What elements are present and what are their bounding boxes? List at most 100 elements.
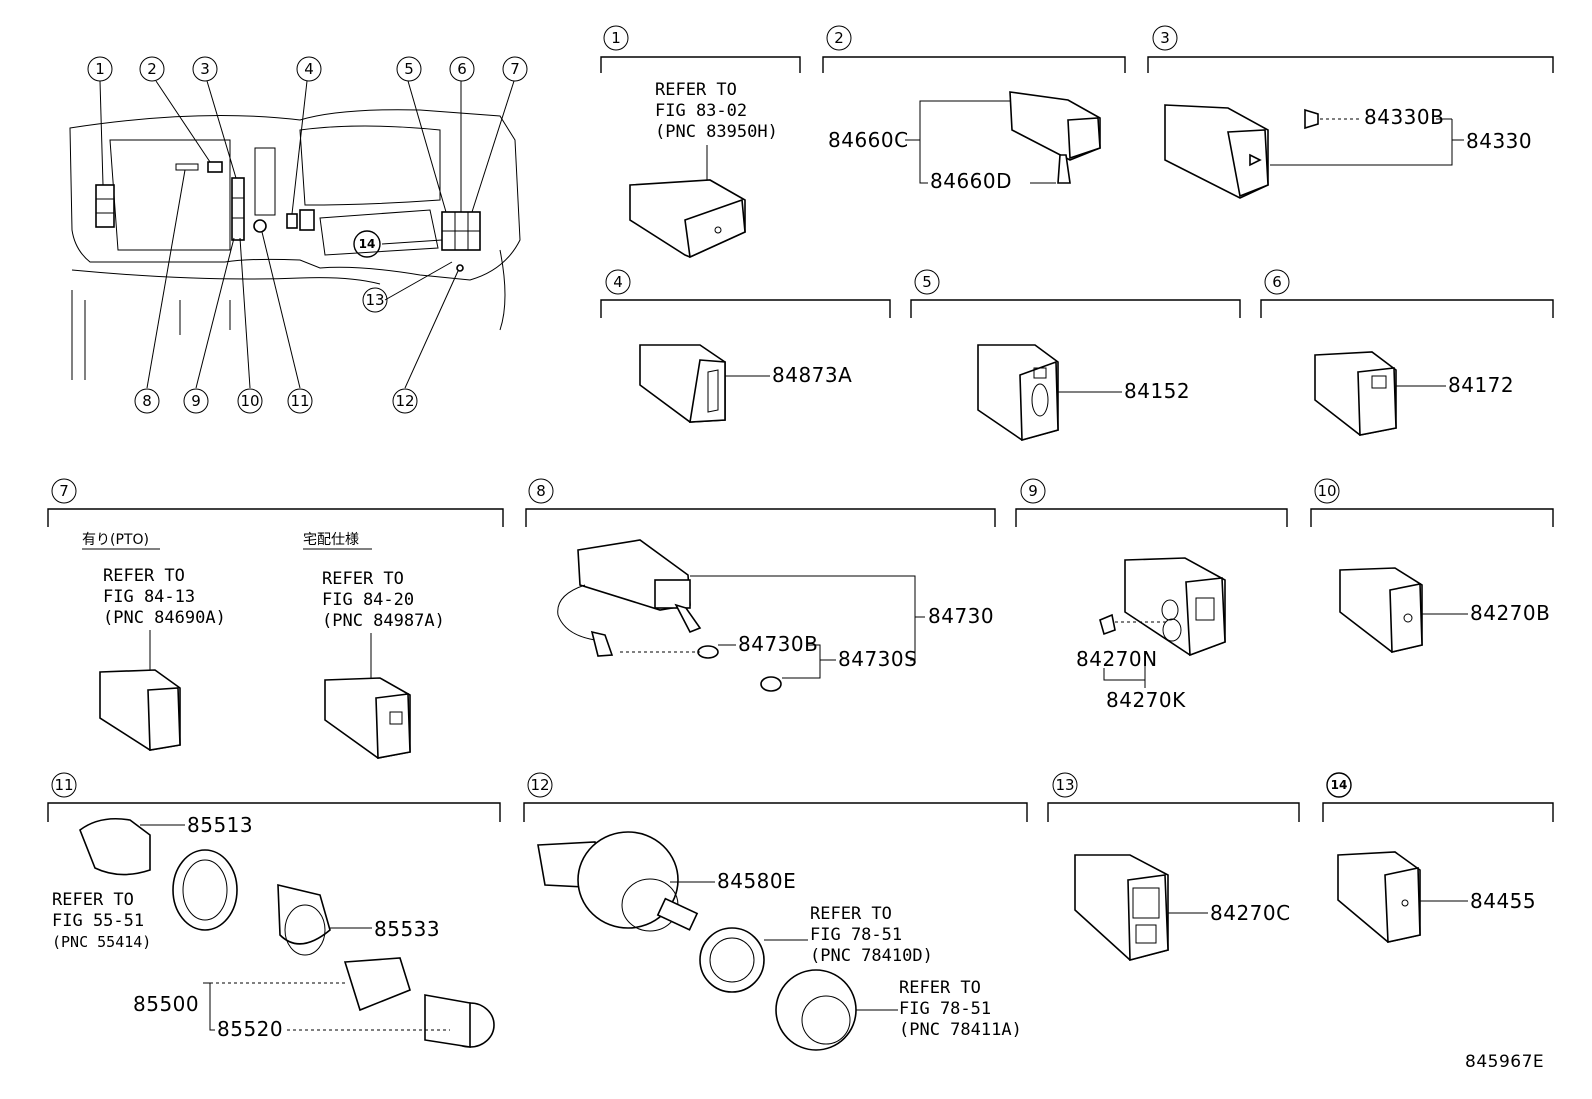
section-3: 3 84330B 84330 (1147, 25, 1554, 199)
diagram-label: REFER TO (52, 890, 134, 910)
section-4: 4 84873A (600, 269, 891, 423)
section-13: 13 84270C (1047, 772, 1300, 962)
diagram-label: 84580E (717, 869, 796, 893)
diagram-label: 85533 (374, 917, 440, 941)
diagram-label: 84270B (1470, 601, 1550, 625)
cigarette-lighter-parts (79, 817, 495, 1048)
diagram-label: REFER TO (322, 569, 404, 589)
callout-12: 12 (392, 388, 418, 414)
diagram-label: 84660D (930, 169, 1012, 193)
diagram-label: 14 (359, 237, 376, 251)
diagram-label: 84330B (1364, 105, 1444, 129)
diagram-label: 7 (59, 482, 69, 500)
diagram-label: 2 (834, 29, 844, 47)
switch-part-9 (1099, 557, 1226, 657)
diagram-label: 84270K (1106, 688, 1186, 712)
diagram-label: 12 (530, 776, 549, 794)
switch-part-13 (1074, 854, 1169, 962)
diagram-label: 84270C (1210, 901, 1291, 925)
diagram-label: 11 (54, 776, 73, 794)
switch-part-5 (977, 344, 1059, 442)
diagram-label: (PNC 84987A) (322, 611, 445, 631)
diagram-label: 7 (510, 60, 520, 78)
diagram-label: 84660C (828, 128, 909, 152)
diagram-label: FIG 55-51 (52, 911, 144, 931)
callout-8: 8 (134, 388, 160, 414)
section-6: 6 84172 (1260, 269, 1554, 436)
switch-part-7b (324, 677, 411, 759)
callout-3: 3 (192, 56, 218, 82)
diagram-label: (PNC 78411A) (899, 1020, 1022, 1040)
diagram-label: 14 (1331, 778, 1348, 792)
diagram-label: (PNC 84690A) (103, 608, 226, 628)
callout-10: 10 (237, 388, 263, 414)
callout-14: 14 (353, 230, 381, 258)
switch-part-3 (1164, 104, 1319, 199)
diagram-label: 3 (1160, 29, 1170, 47)
diagram-label: REFER TO (103, 566, 185, 586)
switch-part-7a (99, 669, 181, 751)
diagram-label: 9 (191, 392, 201, 410)
section-12: 12 84580E REFER TO FIG 78-51 (PNC 78410D… (523, 772, 1028, 1051)
diagram-label: 宅配仕様 (303, 532, 359, 548)
diagram-label: FIG 83-02 (655, 101, 747, 121)
diagram-label: REFER TO (899, 978, 981, 998)
diagram-label: 8 (536, 482, 546, 500)
section-11: 11 85513 85533 REFER TO FIG 55-51 (PNC 5… (47, 772, 501, 1048)
switch-part-6 (1314, 351, 1397, 436)
diagram-label: 1 (95, 60, 105, 78)
diagram-label: 85513 (187, 813, 253, 837)
diagram-label: 84172 (1448, 373, 1514, 397)
section-9: 9 84270N 84270K (1015, 478, 1288, 712)
callout-7: 7 (502, 56, 528, 82)
callout-2: 2 (139, 56, 165, 82)
section-1: 1 REFER TO FIG 83-02 (PNC 83950H) (600, 25, 801, 259)
section-14: 14 84455 (1322, 772, 1554, 943)
diagram-label: 84730B (738, 632, 818, 656)
diagram-label: FIG 84-13 (103, 587, 195, 607)
diagram-label: (PNC 55414) (52, 933, 151, 951)
diagram-label: 13 (1055, 776, 1074, 794)
diagram-label: FIG 78-51 (899, 999, 991, 1019)
diagram-label: 84730 (928, 604, 994, 628)
switch-part-1 (629, 179, 746, 259)
switch-part-8 (557, 539, 782, 692)
diagram-label: 2 (147, 60, 157, 78)
switch-part-4 (639, 344, 726, 423)
dashboard-overview (69, 80, 521, 389)
diagram-label: 84152 (1124, 379, 1190, 403)
switch-part-14 (1337, 851, 1421, 943)
diagram-label: 85520 (217, 1017, 283, 1041)
diagram-label: (PNC 78410D) (810, 946, 933, 966)
switch-part-2 (1009, 91, 1101, 184)
diagram-label: 5 (922, 273, 932, 291)
diagram-label: 84455 (1470, 889, 1536, 913)
section-5: 5 84152 (910, 269, 1241, 442)
diagram-label: 11 (290, 392, 309, 410)
diagram-label: 有り(PTO) (82, 532, 149, 548)
callout-6: 6 (449, 56, 475, 82)
diagram-label: 10 (240, 392, 259, 410)
diagram-label: 12 (395, 392, 414, 410)
callout-9: 9 (183, 388, 209, 414)
diagram-label: 1 (611, 29, 621, 47)
diagram-label: 8 (142, 392, 152, 410)
overview-callouts: 1 2 3 4 5 6 7 8 9 10 11 12 13 14 (87, 56, 528, 414)
diagram-label: 4 (304, 60, 314, 78)
section-7: 7 有り(PTO) REFER TO FIG 84-13 (PNC 84690A… (47, 478, 504, 759)
diagram-label: 10 (1317, 482, 1336, 500)
diagram-label: 9 (1028, 482, 1038, 500)
diagram-label: REFER TO (655, 80, 737, 100)
section-10: 10 84270B (1310, 478, 1554, 654)
switch-part-12 (537, 831, 857, 1051)
diagram-label: 6 (457, 60, 467, 78)
callout-5: 5 (396, 56, 422, 82)
callout-13: 13 (362, 287, 388, 313)
diagram-label: 4 (613, 273, 623, 291)
callout-1: 1 (87, 56, 113, 82)
diagram-label: 85500 (133, 992, 199, 1016)
diagram-label: 5 (404, 60, 414, 78)
callout-4: 4 (296, 56, 322, 82)
callout-11: 11 (287, 388, 313, 414)
